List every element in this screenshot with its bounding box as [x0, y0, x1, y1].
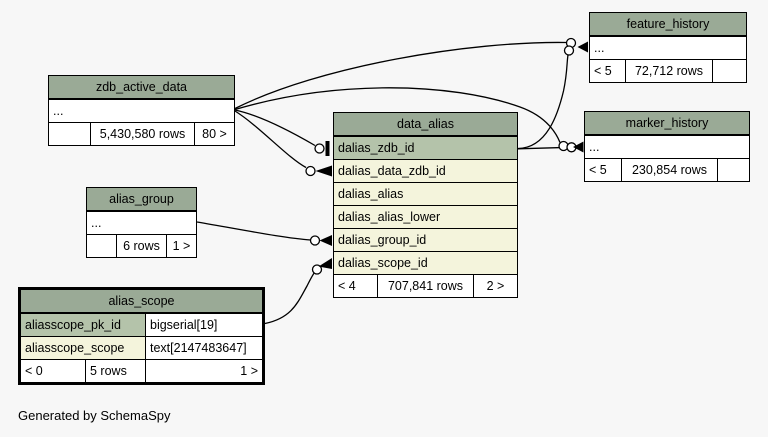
edge-zdb-active-data-to-dalias-data-zdb-id [234, 110, 307, 169]
footer-prev-cell[interactable]: < 0 [21, 360, 86, 382]
column-row-aliasscope-scope[interactable]: aliasscope_scope text[2147483647] [21, 337, 262, 360]
column-dalias-alias[interactable]: dalias_alias [334, 183, 517, 206]
table-title-feature-history[interactable]: feature_history [590, 13, 746, 37]
fk-odot [311, 264, 323, 275]
column-dalias-zdb-id[interactable]: dalias_zdb_id [334, 137, 517, 160]
footer-prev-cell [87, 235, 117, 257]
elided-columns-row: ... [49, 100, 234, 123]
column-name[interactable]: aliasscope_pk_id [21, 314, 146, 336]
elided-columns-row: ... [585, 136, 749, 159]
edge-zdb-active-data-to-dalias-zdb-id [234, 109, 316, 147]
fk-inv-arrowhead [315, 165, 332, 177]
column-row-aliasscope-pk-id[interactable]: aliasscope_pk_id bigserial[19] [21, 314, 262, 337]
fk-odot [565, 37, 577, 49]
fk-inv-arrowhead [319, 235, 332, 246]
table-title-data-alias[interactable]: data_alias [334, 113, 517, 137]
table-footer: < 0 5 rows 1 > [21, 360, 262, 382]
table-title-marker-history[interactable]: marker_history [585, 112, 749, 136]
edge-alias-scope-to-dalias-scope-id [264, 272, 316, 325]
edge-dalias-zdb-id-to-feature-history [517, 52, 570, 150]
table-footer: 6 rows 1 > [87, 235, 196, 257]
fk-inv-arrowhead [318, 258, 332, 269]
fk-inv-arrowhead [573, 141, 584, 153]
edge-alias-group-to-dalias-group-id [196, 221, 312, 241]
table-footer: < 5 72,712 rows [590, 60, 746, 82]
table-title-alias-group[interactable]: alias_group [87, 188, 196, 212]
footer-next-cell[interactable]: 80 > [202, 127, 227, 141]
footer-next-cell[interactable]: 1 > [240, 364, 258, 378]
row-count: 5 rows [86, 360, 146, 382]
footer-prev-cell[interactable]: < 4 [334, 275, 378, 297]
edge-zdb-active-data-to-feature-history [234, 41, 567, 110]
footer-next-cell [718, 159, 749, 181]
table-alias-scope: alias_scope aliasscope_pk_id bigserial[1… [18, 287, 265, 385]
row-count: 707,841 rows [378, 275, 474, 297]
table-alias-group: alias_group ... 6 rows 1 > [86, 187, 197, 258]
footer-next-cell[interactable]: 1 > [172, 239, 191, 253]
elided-columns-row: ... [87, 212, 196, 235]
table-marker-history: marker_history ... < 5 230,854 rows [584, 111, 750, 182]
edge-dalias-zdb-id-to-marker-history [517, 146, 571, 150]
elided-columns-row: ... [590, 37, 746, 60]
fk-odot [309, 235, 321, 246]
table-footer: < 5 230,854 rows [585, 159, 749, 181]
table-footer: 5,430,580 rows 80 > [49, 123, 234, 145]
fk-odot [558, 140, 569, 152]
table-title-zdb-active-data[interactable]: zdb_active_data [49, 76, 234, 100]
row-count: 230,854 rows [622, 159, 718, 181]
table-feature-history: feature_history ... < 5 72,712 rows [589, 12, 747, 83]
footer-next-cell[interactable]: 2 > [486, 279, 505, 293]
column-dalias-group-id[interactable]: dalias_group_id [334, 229, 517, 252]
generated-by-note: Generated by SchemaSpy [18, 408, 171, 423]
footer-prev-cell [49, 123, 91, 145]
column-type: bigserial[19] [146, 314, 262, 336]
fk-odot [314, 143, 325, 154]
footer-prev-cell[interactable]: < 5 [585, 159, 622, 181]
fk-odot [563, 45, 575, 56]
table-data-alias: data_alias dalias_zdb_id dalias_data_zdb… [333, 112, 518, 298]
column-name[interactable]: aliasscope_scope [21, 337, 146, 359]
fk-odot [305, 165, 316, 177]
footer-prev-cell[interactable]: < 5 [590, 60, 626, 82]
fk-odot [566, 142, 577, 153]
row-count: 72,712 rows [626, 60, 713, 82]
column-dalias-scope-id[interactable]: dalias_scope_id [334, 252, 517, 275]
table-zdb-active-data: zdb_active_data ... 5,430,580 rows 80 > [48, 75, 235, 146]
row-count: 5,430,580 rows [91, 123, 195, 145]
fk-tee [325, 141, 330, 156]
column-dalias-data-zdb-id[interactable]: dalias_data_zdb_id [334, 160, 517, 183]
table-footer: < 4 707,841 rows 2 > [334, 275, 517, 297]
row-count: 6 rows [117, 235, 167, 257]
table-title-alias-scope[interactable]: alias_scope [21, 290, 262, 314]
footer-next-cell [713, 60, 746, 82]
column-dalias-alias-lower[interactable]: dalias_alias_lower [334, 206, 517, 229]
column-type: text[2147483647] [146, 337, 262, 359]
fk-inv-arrowhead [577, 41, 588, 53]
